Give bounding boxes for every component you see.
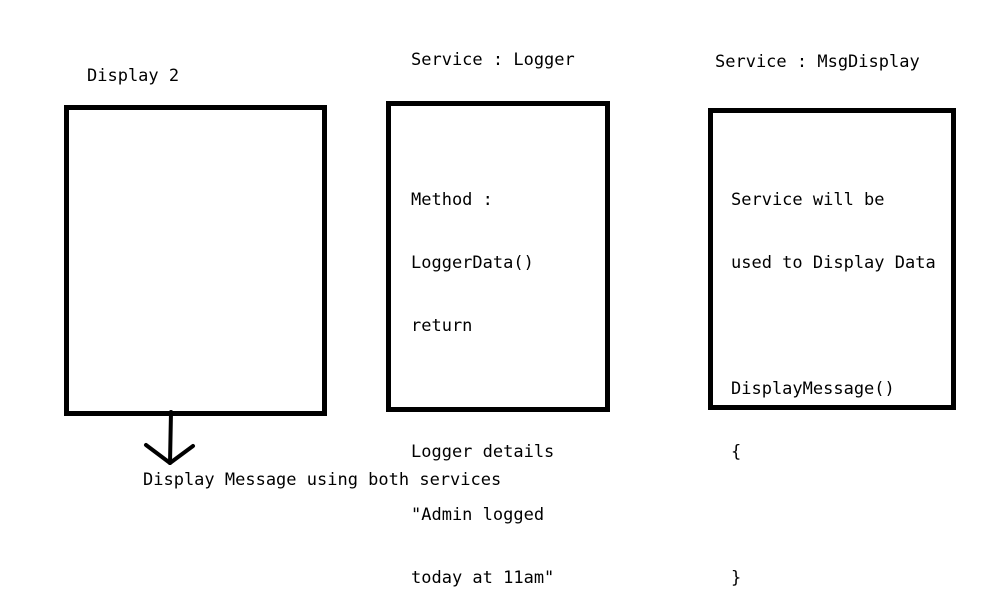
logger-title: Service : Logger <box>411 50 575 70</box>
logger-box <box>386 101 610 412</box>
msgdisplay-content: Service will be used to Display Data Dis… <box>731 148 936 610</box>
logger-line: "Admin logged <box>411 505 545 525</box>
msgdisplay-line: DisplayMessage() <box>731 379 895 399</box>
msgdisplay-line: { <box>731 442 742 462</box>
msgdisplay-line: } <box>731 568 742 588</box>
msgdisplay-line <box>731 505 936 526</box>
logger-line: Logger details <box>411 442 555 462</box>
msgdisplay-box <box>708 108 956 410</box>
display2-caption: Display Message using both services <box>143 470 502 490</box>
logger-line: Method : <box>411 190 493 210</box>
msgdisplay-title: Service : MsgDisplay <box>715 52 920 72</box>
logger-line: LoggerData() <box>411 253 534 273</box>
msgdisplay-line: used to Display Data <box>731 253 936 273</box>
msgdisplay-line: Service will be <box>731 190 885 210</box>
logger-line: today at 11am" <box>411 568 555 588</box>
display2-title: Display 2 <box>87 66 180 86</box>
logger-content: Method : LoggerData() return Logger deta… <box>411 148 554 610</box>
display2-box <box>64 105 327 416</box>
msgdisplay-line <box>731 316 936 337</box>
logger-line <box>411 379 554 400</box>
logger-line: return <box>411 316 473 336</box>
